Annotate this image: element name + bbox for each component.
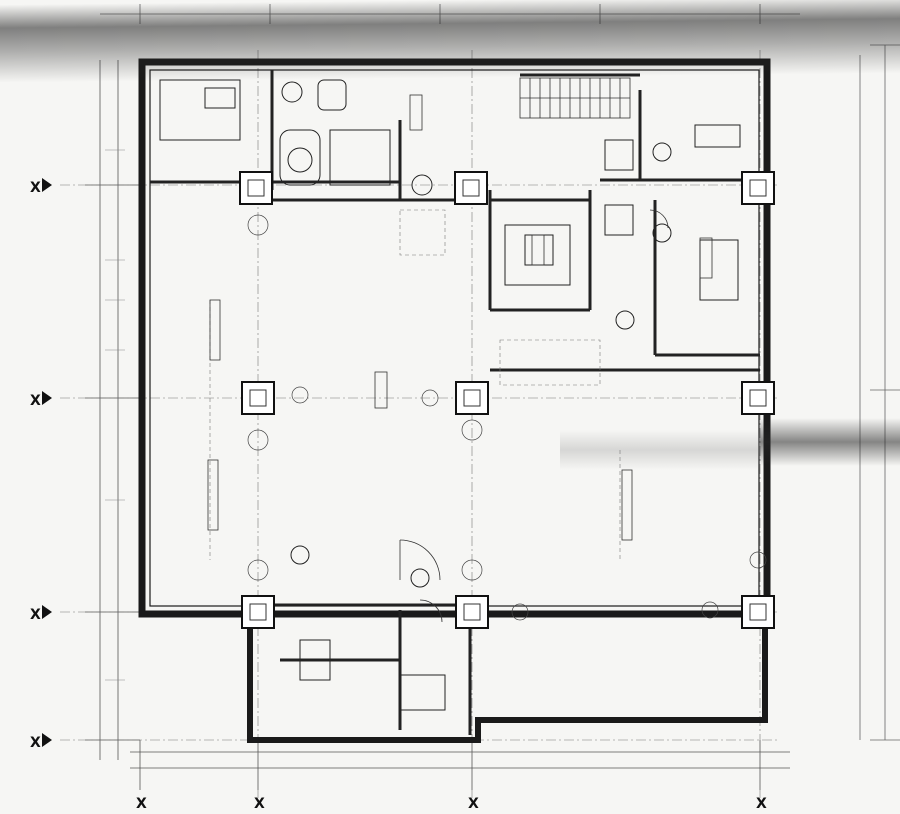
column [741, 595, 775, 629]
column [455, 381, 489, 415]
structural-columns [239, 171, 775, 629]
column-cores [247, 179, 767, 621]
axis-label: X [30, 607, 41, 623]
axis-label: X [136, 796, 147, 812]
axis-label: X [254, 796, 265, 812]
axis-label: X [30, 393, 41, 409]
axis-label: X [756, 796, 767, 812]
column [455, 595, 489, 629]
axis-label: X [30, 180, 41, 196]
column [241, 595, 275, 629]
door-swings [399, 209, 669, 623]
column [741, 381, 775, 415]
annotation-ticks [105, 149, 125, 681]
axis-label: X [468, 796, 479, 812]
column [741, 171, 775, 205]
axis-label: X [30, 735, 41, 751]
column [239, 171, 273, 205]
column-rebar-marks [247, 214, 767, 621]
left-axis-markers: X X X X [30, 178, 52, 751]
column [454, 171, 488, 205]
column [241, 381, 275, 415]
bottom-axis-markers: X X X X [136, 796, 767, 812]
room-tags [207, 94, 713, 541]
left-dimension-lines [85, 60, 140, 760]
